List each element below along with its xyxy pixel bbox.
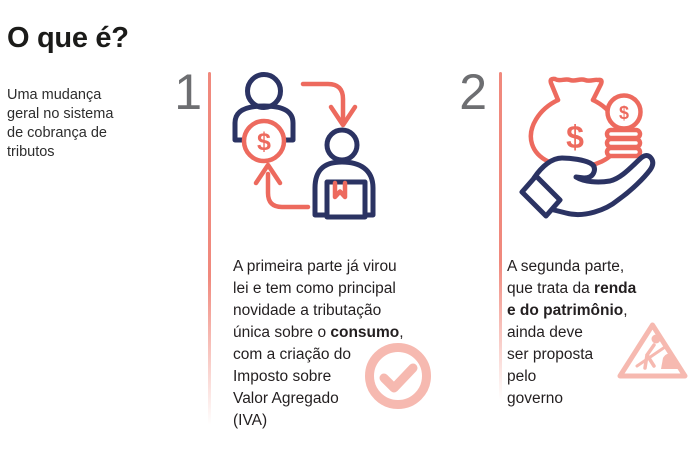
section-2-text-bold: renda e do patrimônio (507, 279, 637, 319)
hand-money-bag-icon: $ $ (519, 76, 656, 219)
section-2-number: 2 (459, 64, 487, 120)
section-1-text-bold: consumo (330, 323, 400, 341)
person-payer-head (245, 72, 283, 110)
arrow-up-head (253, 162, 283, 186)
section-1-text-after: , com a criação do Imposto sobre Valor A… (233, 323, 404, 429)
section-1-number: 1 (174, 64, 202, 120)
coin-stack-bottom (604, 145, 643, 159)
arrow-down-head (328, 104, 358, 128)
coin-dollar-sign: $ (619, 103, 629, 123)
section-2-text-after: , ainda deve ser proposta pelo governo (507, 301, 628, 407)
dollar-sign: $ (257, 128, 271, 156)
hand-cuff (519, 173, 563, 219)
section-1-text-before: A primeira parte já virou lei e tem como… (233, 257, 397, 341)
check-mark (379, 363, 418, 393)
dollar-circle (241, 118, 287, 164)
section-2-text: A segunda parte, que trata da renda e do… (507, 256, 667, 410)
money-bag-dollar-sign: $ (566, 119, 584, 155)
arrow-to-money (265, 171, 311, 210)
intro-text: Uma mudança geral no sistema de cobrança… (7, 86, 114, 160)
section-1-divider (208, 72, 211, 425)
people-money-transfer-icon: $ (232, 72, 376, 220)
check-circle-icon (365, 343, 431, 409)
package-ribbon (332, 180, 348, 200)
section-2-divider (499, 72, 502, 400)
section-1-text: A primeira parte já virou lei e tem como… (233, 256, 448, 432)
construction-sign-icon (617, 322, 688, 379)
open-hand (531, 153, 656, 217)
rubble-mound (661, 353, 679, 369)
arrow-to-receiver (300, 81, 346, 123)
coin (605, 93, 643, 131)
money-bag-flap (548, 76, 604, 103)
page-title: O que é? (7, 22, 129, 55)
check-circle-ring (365, 343, 431, 409)
worker-head (651, 334, 661, 344)
construction-triangle (617, 322, 688, 379)
person-receiver-head (324, 127, 360, 163)
section-2-text-before: A segunda parte, que trata da (507, 257, 625, 297)
worker-shovel (635, 345, 667, 368)
